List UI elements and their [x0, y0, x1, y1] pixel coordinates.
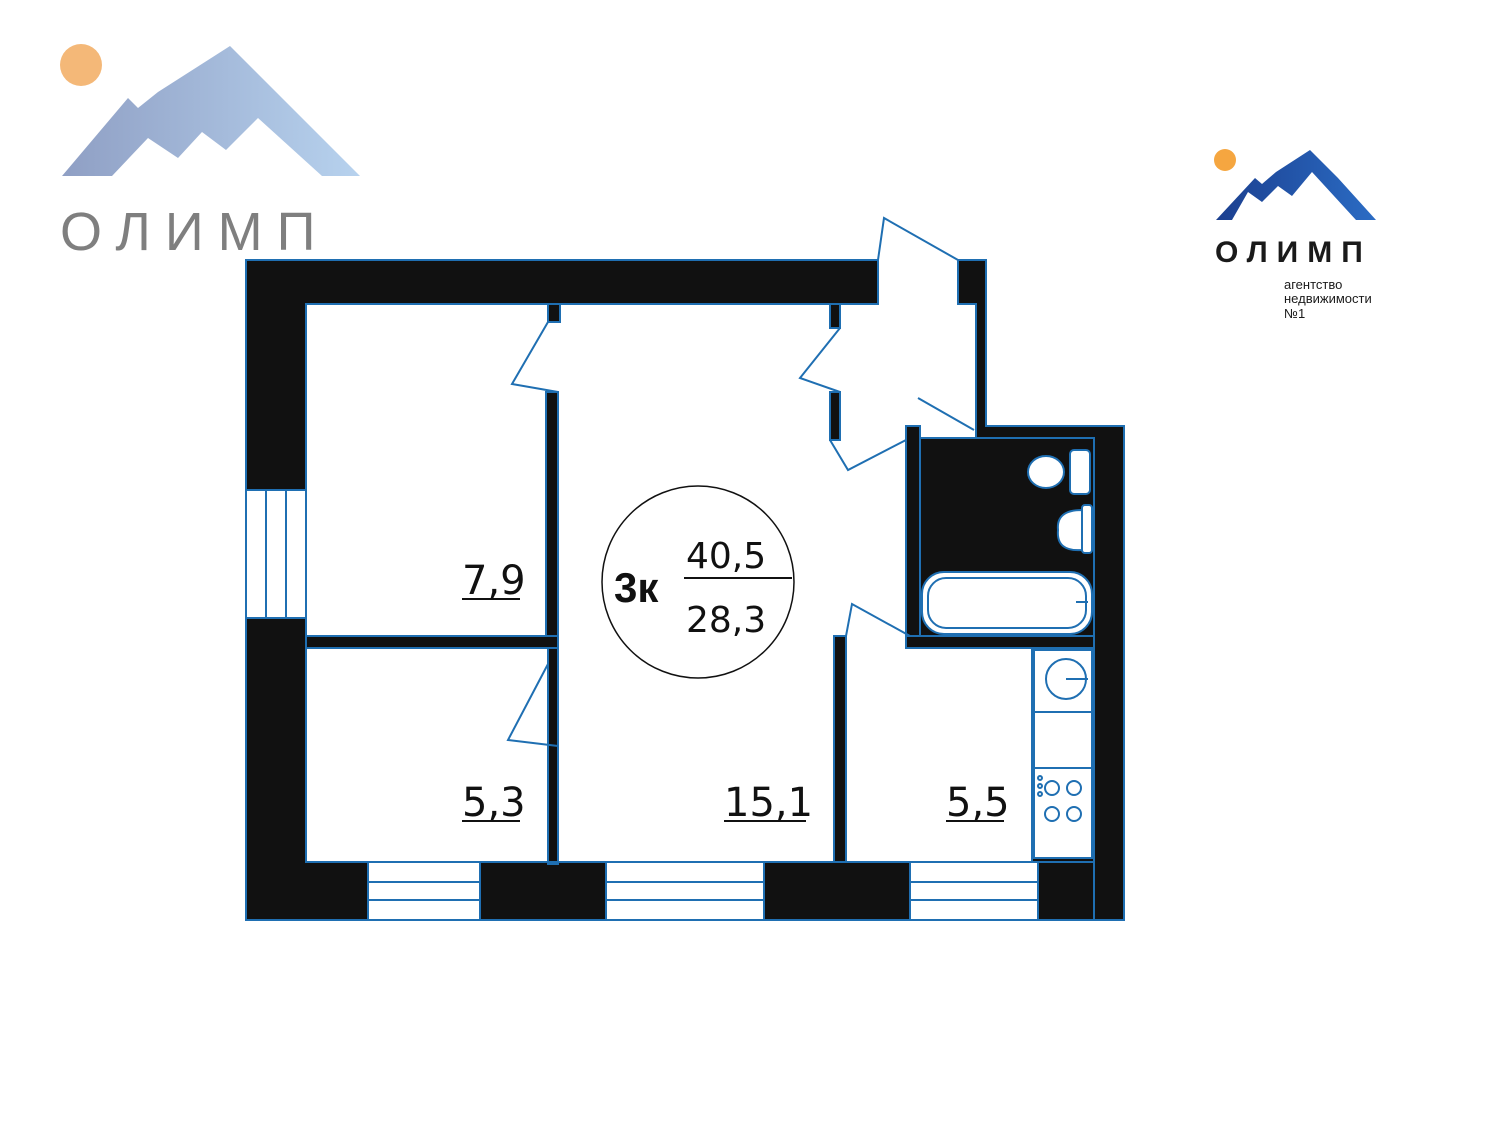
window-bottom-1	[367, 861, 481, 921]
watermark-logo: ОЛИМП	[60, 44, 360, 262]
room-labels: 7,9 5,3 15,1 5,5	[462, 558, 1010, 826]
door-kitchen	[845, 602, 911, 637]
bath-wall-left	[905, 425, 921, 649]
bathtub-icon	[921, 571, 1093, 635]
area-label-bedroom-bottom: 5,3	[462, 780, 526, 826]
area-label-living-room: 15,1	[724, 780, 813, 826]
hall-partition-mid	[829, 391, 841, 441]
room-count: 3к	[614, 564, 659, 611]
door-entrance	[877, 216, 959, 261]
doors	[506, 216, 975, 747]
door-bedroom-bottom	[506, 663, 559, 747]
hall-partition-top	[829, 303, 841, 329]
toilet-icon	[1027, 449, 1091, 495]
tagline-line-3: №1	[1284, 306, 1305, 321]
bedroom-wall-stub	[547, 303, 561, 323]
entrance-wall-right	[957, 259, 1125, 921]
brand-logo: ОЛИМП агентство недвижимости №1	[1214, 149, 1376, 321]
window-bottom-3	[909, 861, 1039, 921]
window-left	[245, 489, 307, 619]
mountain-icon	[62, 46, 360, 176]
sun-icon	[1214, 149, 1236, 171]
watermark-brand-name: ОЛИМП	[60, 202, 329, 262]
bedroom-divider	[305, 635, 559, 649]
sink-icon	[1056, 504, 1093, 554]
fixtures	[921, 449, 1093, 859]
mountain-icon	[1216, 150, 1376, 220]
kitchen-sink-icon	[1045, 658, 1088, 700]
door-hall	[798, 327, 841, 393]
area-label-bedroom-top: 7,9	[462, 558, 526, 604]
windows	[245, 489, 1039, 921]
area-label-kitchen: 5,5	[946, 780, 1010, 826]
window-bottom-2	[605, 861, 765, 921]
total-area: 40,5	[686, 536, 766, 577]
summary-badge: 3к 40,5 28,3	[601, 485, 795, 679]
summary-circle	[601, 485, 795, 679]
stove-icon	[1037, 775, 1082, 822]
brand-name: ОЛИМП	[1215, 236, 1372, 269]
tagline-line-2: недвижимости	[1284, 291, 1372, 306]
door-bedroom-top	[510, 321, 559, 393]
bath-wall-bottom	[905, 635, 1095, 649]
hall-partition-low	[833, 635, 847, 863]
sun-icon	[60, 44, 102, 86]
door-bathroom-2	[917, 397, 975, 431]
living-area: 28,3	[686, 600, 766, 641]
tagline-line-1: агентство	[1284, 277, 1342, 292]
door-bathroom	[829, 439, 907, 472]
